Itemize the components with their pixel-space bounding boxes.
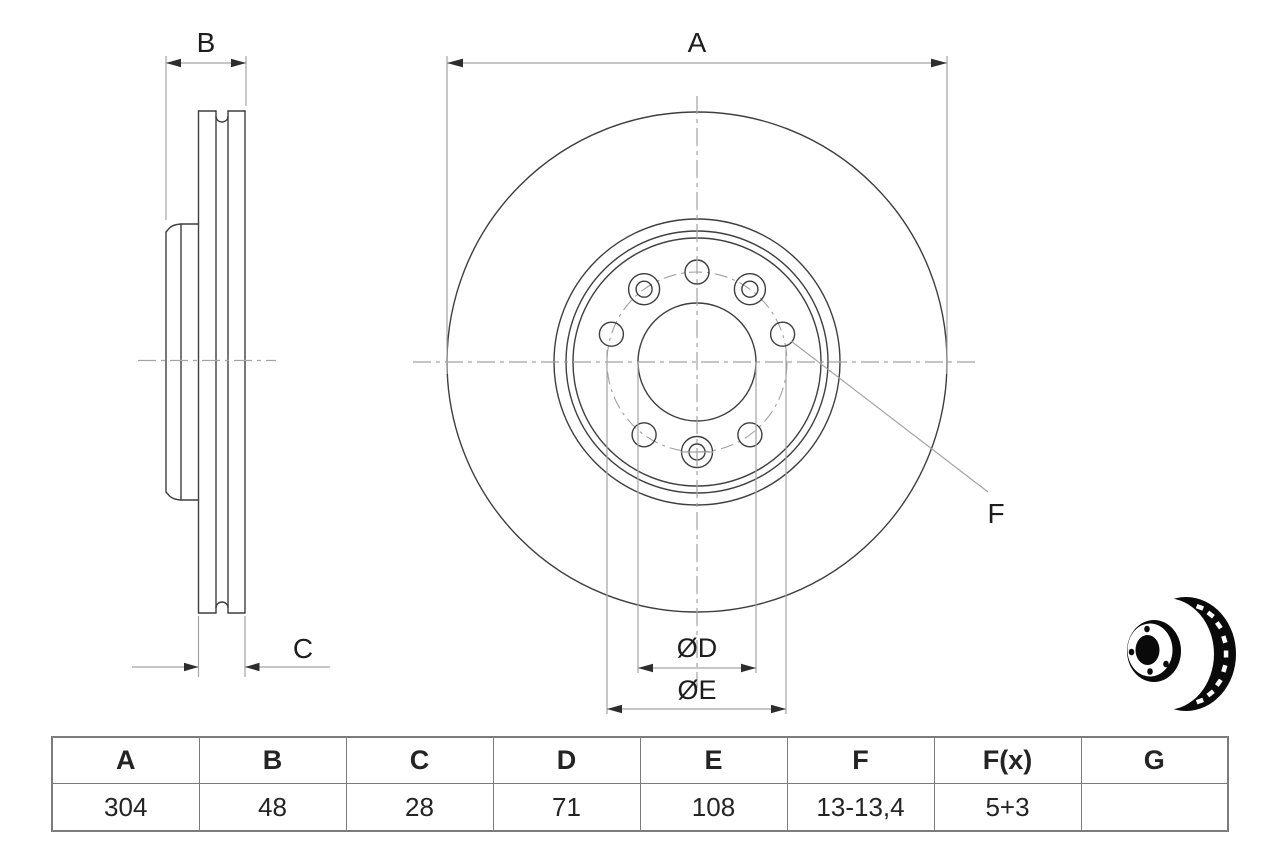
table-header-cell: E [639, 736, 788, 784]
securing-hole-outer [733, 273, 767, 306]
table-header-cell: C [345, 736, 494, 784]
vent-channel-walls [215, 115, 229, 609]
dimension-d-arrow-right [741, 663, 756, 673]
table-value-cell: 5+3 [933, 783, 1082, 832]
dimension-e-extension-lines [606, 350, 787, 714]
front-view [413, 96, 980, 688]
bolt-hole [598, 321, 625, 347]
dimension-e: ØE [606, 350, 787, 714]
dimension-a-arrow-right [931, 58, 947, 68]
table-header-cell: D [492, 736, 641, 784]
dimension-b-extension-lines [165, 56, 247, 220]
dimension-e-arrow-right [771, 704, 786, 714]
table-value-cell: 48 [198, 783, 347, 832]
side-view-cross-section [138, 110, 276, 614]
label-c: C [293, 633, 313, 664]
icon-bolt-holes [1128, 625, 1169, 675]
label-f: F [987, 498, 1004, 529]
dimension-a-arrow-left [447, 58, 463, 68]
table-header-cell: G [1080, 736, 1229, 784]
dimension-a: A [446, 27, 948, 374]
dimension-spec-table: A B C D E F F(x) G 304 48 28 71 108 13-1… [51, 736, 1229, 832]
table-header-cell: F(x) [933, 736, 1082, 784]
leader-f-line [790, 340, 989, 493]
table-header-cell: B [198, 736, 347, 784]
securing-hole-inner [741, 280, 759, 298]
label-d: ØD [677, 633, 718, 663]
dimension-d-arrow-left [638, 663, 653, 673]
bolt-hole [737, 422, 763, 448]
table-value-cell: 13-13,4 [786, 783, 935, 832]
leader-f: F [790, 340, 1005, 529]
label-a: A [688, 27, 707, 58]
securing-hole-inner [635, 280, 653, 298]
label-b: B [197, 27, 216, 58]
icon-vent-slots [1195, 604, 1229, 705]
table-header-cell: A [51, 736, 200, 784]
brake-disc-3d-icon [1118, 597, 1236, 711]
dimension-c-extension-lines [197, 616, 246, 677]
table-header-cell: F [786, 736, 935, 784]
table-value-cell: 28 [345, 783, 494, 832]
icon-center-bore [1135, 635, 1160, 665]
dimension-d-extension-lines [637, 362, 757, 673]
dimension-b-arrow-left [166, 58, 181, 68]
bolt-hole [631, 422, 657, 448]
dimension-c-arrow-left [184, 662, 199, 672]
table-value-cell [1080, 783, 1229, 832]
dimension-c-arrow-right [245, 662, 260, 672]
hat-bottom-step [165, 491, 200, 501]
dimension-b-arrow-right [231, 58, 246, 68]
dimension-b: B [165, 27, 247, 220]
dimension-d: ØD [637, 362, 757, 673]
securing-holes [627, 273, 767, 469]
ring-top-vent-notch [215, 110, 229, 123]
table-value-cell: 304 [51, 783, 200, 832]
hat-top-step [165, 223, 200, 233]
dimension-e-arrow-left [607, 704, 622, 714]
table-value-cell: 71 [492, 783, 641, 832]
label-e: ØE [677, 675, 716, 705]
dimension-c: C [132, 616, 330, 677]
table-header-row: A B C D E F F(x) G [51, 736, 1229, 784]
bolt-hole [769, 321, 796, 347]
securing-hole-outer [627, 273, 661, 306]
table-value-cell: 108 [639, 783, 788, 832]
ring-bottom-vent-notch [215, 601, 229, 614]
dimension-a-extension-lines [446, 56, 948, 374]
table-value-row: 304 48 28 71 108 13-13,4 5+3 [51, 783, 1229, 832]
